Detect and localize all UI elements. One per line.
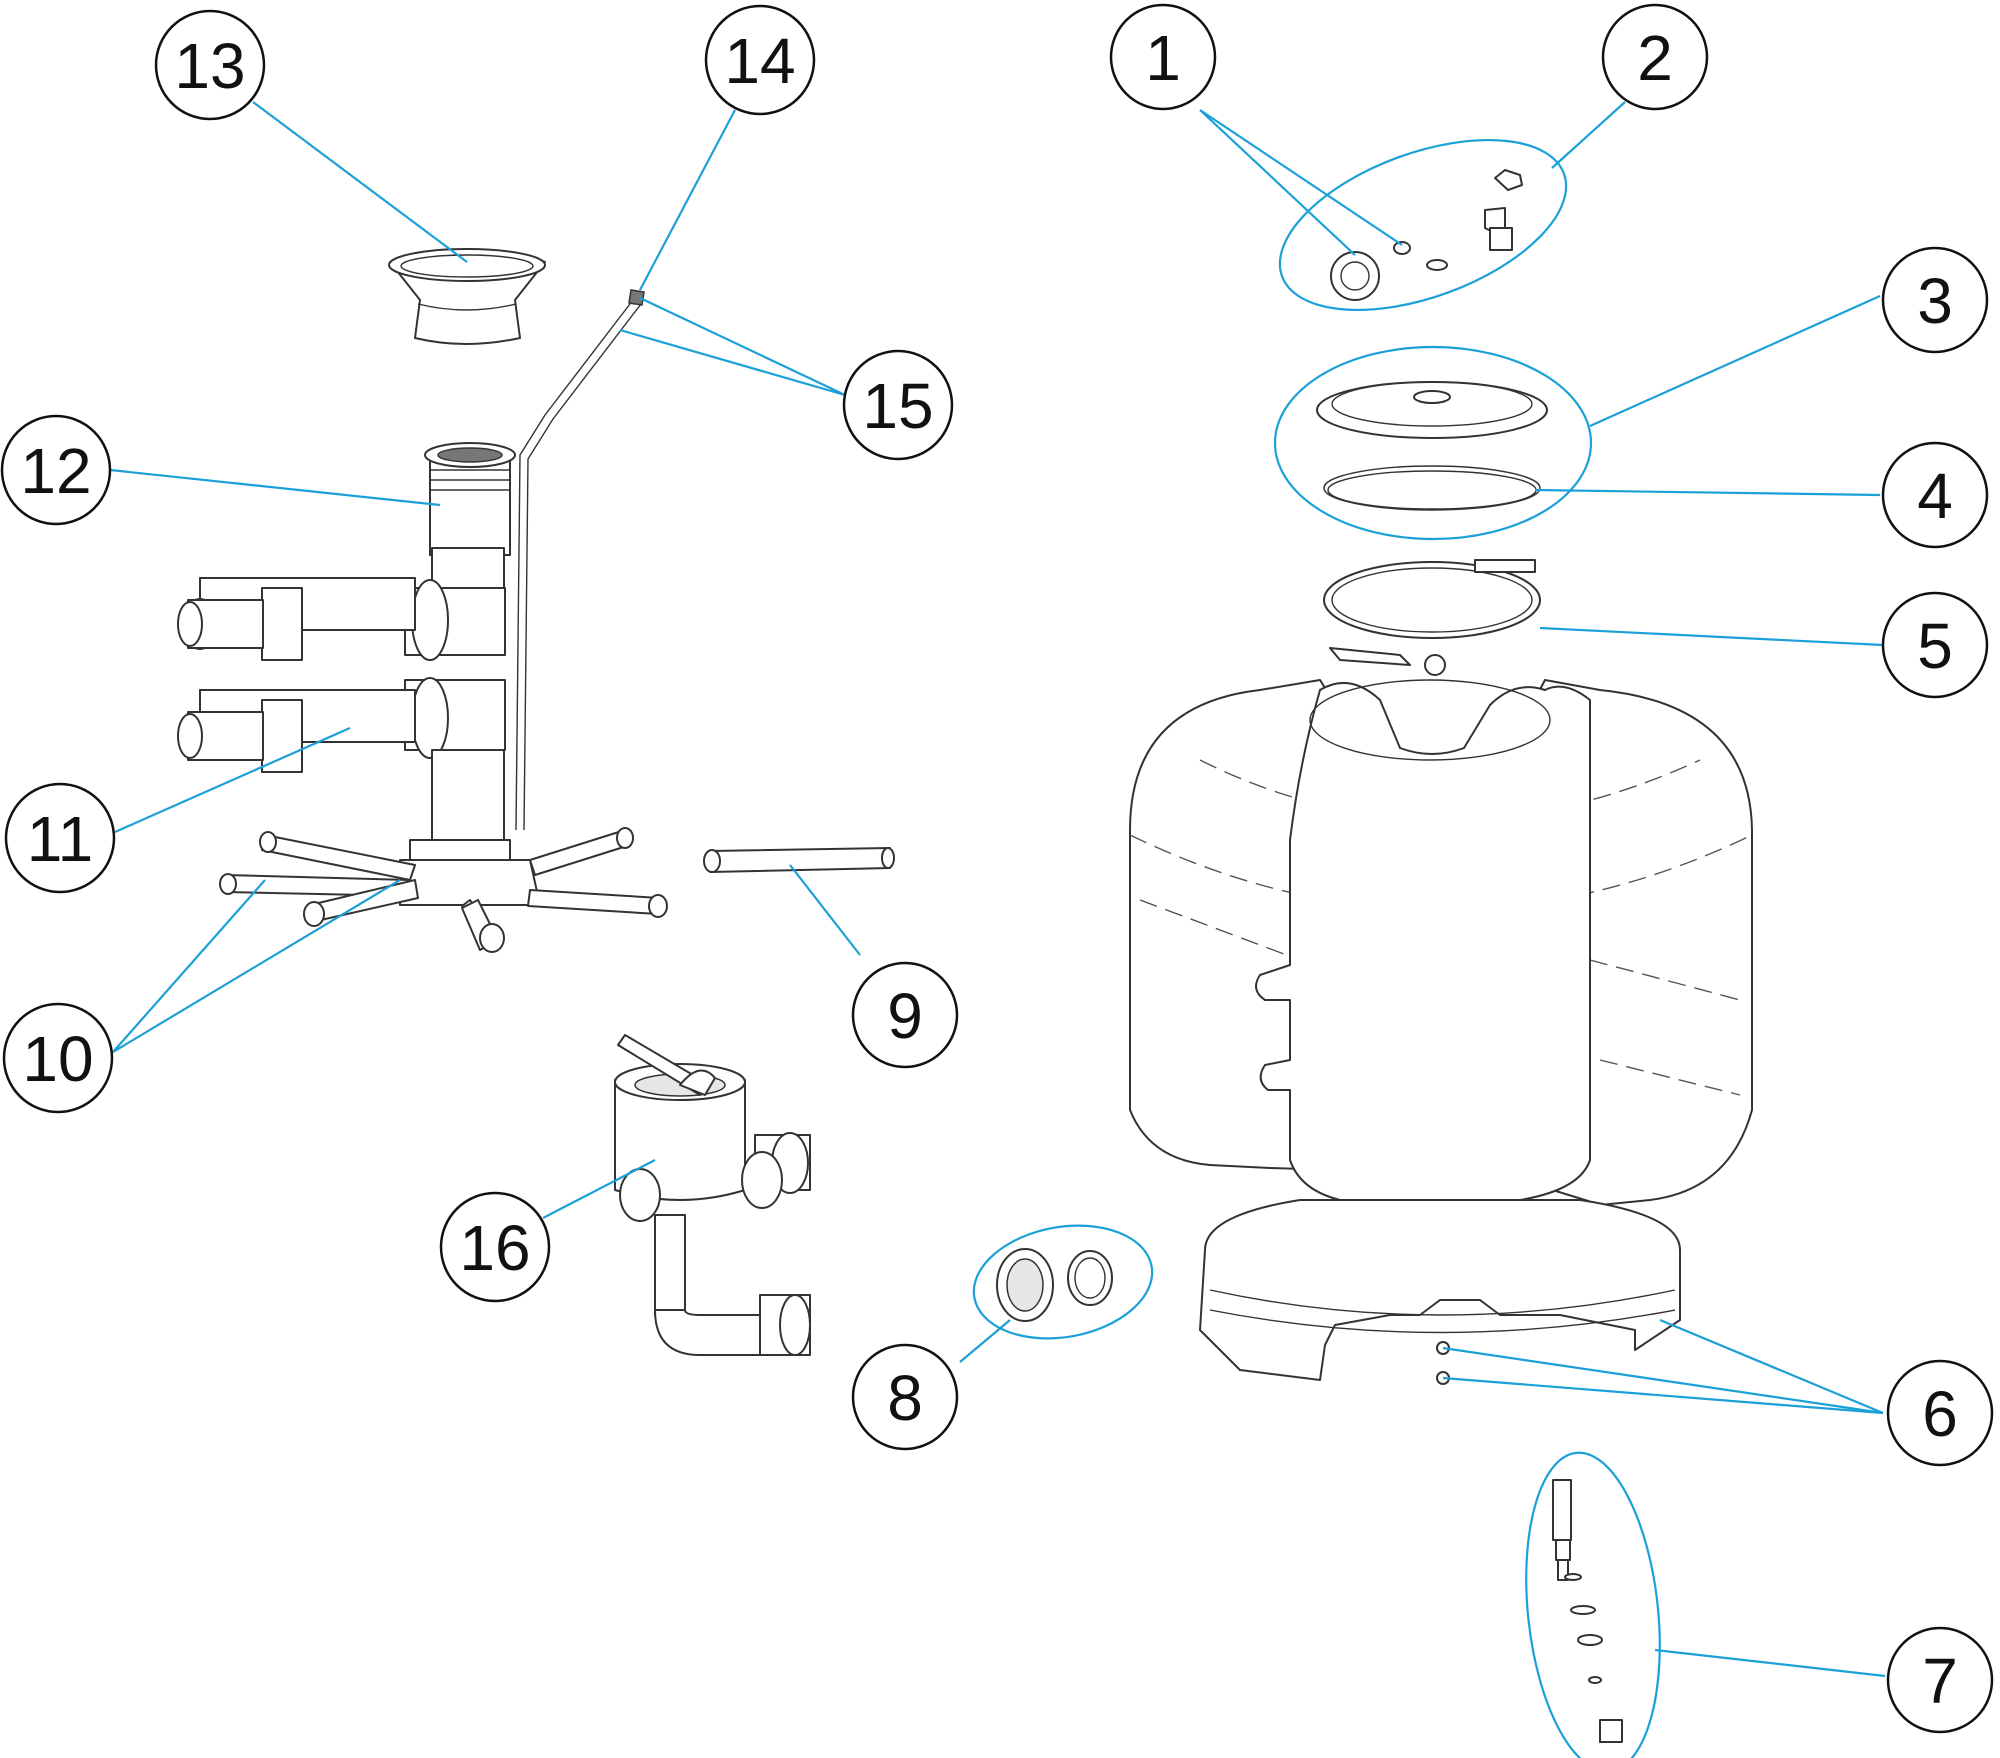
callout-label-6: 6	[1922, 1378, 1958, 1450]
callout-label-11: 11	[27, 803, 93, 875]
callout-10: 10	[2, 1002, 114, 1114]
part-3-lid	[1316, 381, 1548, 439]
leader-lines	[109, 101, 1886, 1678]
callout-label-13: 13	[174, 30, 245, 102]
part-4-o-ring	[1323, 465, 1541, 511]
callout-5: 5	[1881, 591, 1989, 699]
group-ellipses	[972, 138, 1661, 1758]
part-6-base	[1199, 1199, 1681, 1385]
callout-12: 12	[0, 414, 112, 526]
callout-3: 3	[1881, 246, 1989, 354]
callout-label-4: 4	[1917, 460, 1953, 532]
callout-11: 11	[4, 782, 116, 894]
part-10-laterals	[219, 827, 668, 953]
group-ellipse-2	[1278, 138, 1568, 312]
part-1-2-accessories	[1330, 169, 1523, 301]
callout-1: 1	[1109, 3, 1217, 111]
callout-label-14: 14	[724, 25, 795, 97]
callout-label-3: 3	[1917, 265, 1953, 337]
part-14-15-air-tube	[515, 289, 645, 831]
callout-15: 15	[842, 349, 954, 461]
callout-9: 9	[851, 961, 959, 1069]
callout-14: 14	[704, 4, 816, 116]
group-ellipse-7	[1525, 1451, 1661, 1758]
callout-label-2: 2	[1637, 22, 1673, 94]
callout-label-9: 9	[887, 980, 923, 1052]
callout-7: 7	[1886, 1626, 1994, 1734]
callout-label-7: 7	[1922, 1645, 1958, 1717]
callout-label-16: 16	[459, 1212, 530, 1284]
callout-label-12: 12	[20, 435, 91, 507]
callout-4: 4	[1881, 441, 1989, 549]
part-7-drain-parts	[1552, 1479, 1623, 1743]
group-ellipse-8	[972, 1224, 1154, 1340]
callout-13: 13	[154, 9, 266, 121]
callout-6: 6	[1886, 1359, 1994, 1467]
part-8-union	[996, 1248, 1113, 1322]
part-16-multiport-valve	[614, 1034, 811, 1356]
part-13-funnel	[388, 248, 546, 345]
callout-label-10: 10	[22, 1023, 93, 1095]
callout-label-15: 15	[862, 370, 933, 442]
group-ellipse-3	[1273, 345, 1593, 541]
callout-8: 8	[851, 1343, 959, 1451]
callout-label-1: 1	[1145, 22, 1181, 94]
part-12-collector-pipe	[177, 442, 516, 851]
callout-2: 2	[1601, 3, 1709, 111]
callout-label-5: 5	[1917, 610, 1953, 682]
part-5-clamp	[1323, 559, 1541, 676]
callout-16: 16	[439, 1191, 551, 1303]
filter-tank	[1129, 679, 1753, 1206]
part-9-lateral	[703, 847, 895, 873]
callout-label-8: 8	[887, 1362, 923, 1434]
